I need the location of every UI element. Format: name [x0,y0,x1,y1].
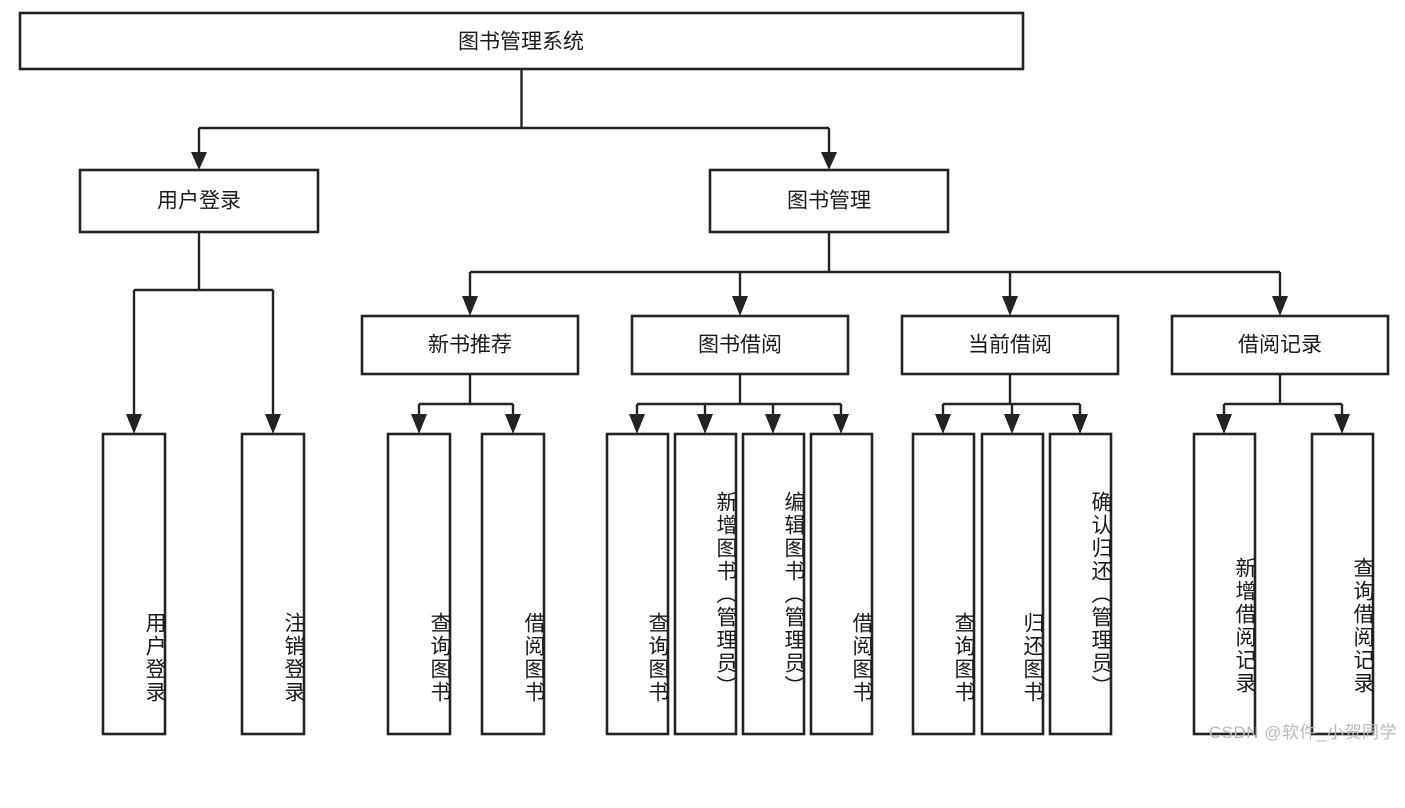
node-label-root: 图书管理系统 [458,31,584,54]
watermark-text: CSDN @软件_小贺同学 [1208,723,1397,742]
node-label-user-login: 用户登录 [157,190,241,213]
node-box-leaf-user-logout[interactable] [240,432,306,736]
node-box-book-manage[interactable] [708,168,950,234]
node-label-current-borrow: 当前借阅 [968,334,1052,357]
arrowhead-user-login [191,152,207,170]
arrowhead-leaf-user-logout [265,414,281,434]
node-box-leaf-confirm-return[interactable] [1048,432,1113,736]
arrowhead-leaf-edit-book [765,414,781,434]
node-box-leaf-query-book-2[interactable] [605,432,670,736]
node-box-leaf-borrow-book-2[interactable] [809,432,874,736]
arrowhead-leaf-query-borrow-record [1334,414,1350,434]
node-box-leaf-user-login[interactable] [101,432,167,736]
node-box-user-login[interactable] [78,168,320,234]
node-box-leaf-edit-book[interactable] [741,432,806,736]
arrowhead-borrow-record [1272,296,1288,316]
node-box-leaf-query-book-1[interactable] [386,432,452,736]
arrowhead-leaf-user-login [126,414,142,434]
node-group: 图书管理系统 用户登录 图书管理 新书推荐 图书借阅 当前借阅 借阅记录 [18,11,1390,736]
node-label-borrow-record: 借阅记录 [1238,334,1322,357]
node-box-leaf-query-book-3[interactable] [911,432,976,736]
flowchart-svg: 图书管理系统 用户登录 图书管理 新书推荐 图书借阅 当前借阅 借阅记录 [18,11,1390,736]
arrowhead-leaf-query-book-3 [935,414,951,434]
node-label-book-borrow: 图书借阅 [698,334,782,357]
arrowhead-current-borrow [1002,296,1018,316]
node-label-new-book-recommend: 新书推荐 [428,334,512,357]
arrowhead-leaf-return-book [1004,414,1020,434]
node-box-leaf-query-borrow-record[interactable] [1310,432,1375,736]
arrowhead-leaf-add-borrow-record [1216,414,1232,434]
node-label-book-manage: 图书管理 [787,190,871,213]
node-box-leaf-add-borrow-record[interactable] [1192,432,1257,736]
arrowhead-leaf-query-book-2 [629,414,645,434]
arrowhead-leaf-add-book [697,414,713,434]
node-box-current-borrow[interactable] [900,314,1120,376]
node-box-borrow-record[interactable] [1170,314,1390,376]
arrowhead-new-book-recommend [462,296,478,316]
node-box-root[interactable] [18,11,1025,71]
arrowhead-book-manage [821,152,837,170]
flowchart-canvas: 图书管理系统 用户登录 图书管理 新书推荐 图书借阅 当前借阅 借阅记录 [18,11,1397,742]
node-box-new-book-recommend[interactable] [360,314,580,376]
node-box-leaf-add-book[interactable] [673,432,738,736]
node-box-leaf-return-book[interactable] [980,432,1045,736]
connector-group [126,69,1350,434]
arrowhead-leaf-borrow-book-1 [505,414,521,434]
node-box-leaf-borrow-book-1[interactable] [480,432,546,736]
arrowhead-book-borrow [732,296,748,316]
arrowhead-leaf-query-book-1 [411,414,427,434]
node-box-book-borrow[interactable] [630,314,850,376]
arrowhead-leaf-borrow-book-2 [833,414,849,434]
arrowhead-leaf-confirm-return [1072,414,1088,434]
